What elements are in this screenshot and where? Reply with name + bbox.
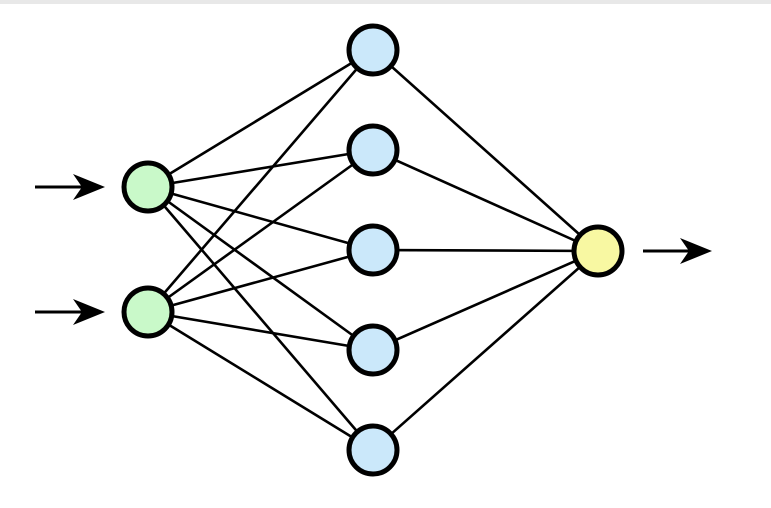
edge-i2-h3: [147, 248, 374, 314]
edge-i1-h5: [147, 186, 374, 451]
input-node-i2: [121, 285, 175, 339]
edge-i2-h2: [147, 148, 374, 314]
hidden-node-h4: [346, 323, 400, 377]
input-arrow-bottom-icon: [73, 299, 105, 325]
edge-i1-h1: [147, 48, 374, 189]
edge-h2-o1: [372, 148, 599, 253]
edge-i1-h3: [147, 185, 374, 252]
edge-i1-h4: [147, 185, 374, 352]
edge-h1-o1: [372, 49, 599, 252]
edge-i2-h5: [147, 310, 374, 452]
hidden-node-h2: [346, 123, 400, 177]
input-node-i1: [121, 160, 175, 214]
edge-h3-o1: [372, 248, 599, 253]
edge-i1-h2: [147, 148, 374, 189]
edge-i2-h4: [147, 310, 374, 352]
edge-h4-o1: [372, 249, 599, 352]
edge-h5-o1: [372, 250, 599, 451]
output-arrow-icon: [680, 238, 712, 264]
edge-i2-h1: [147, 49, 374, 313]
hidden-node-h5: [346, 423, 400, 477]
window-top-border: [0, 0, 771, 4]
input-arrow-top-icon: [73, 174, 105, 200]
hidden-node-h3: [346, 223, 400, 277]
output-node-o1: [571, 224, 625, 278]
hidden-node-h1: [346, 23, 400, 77]
